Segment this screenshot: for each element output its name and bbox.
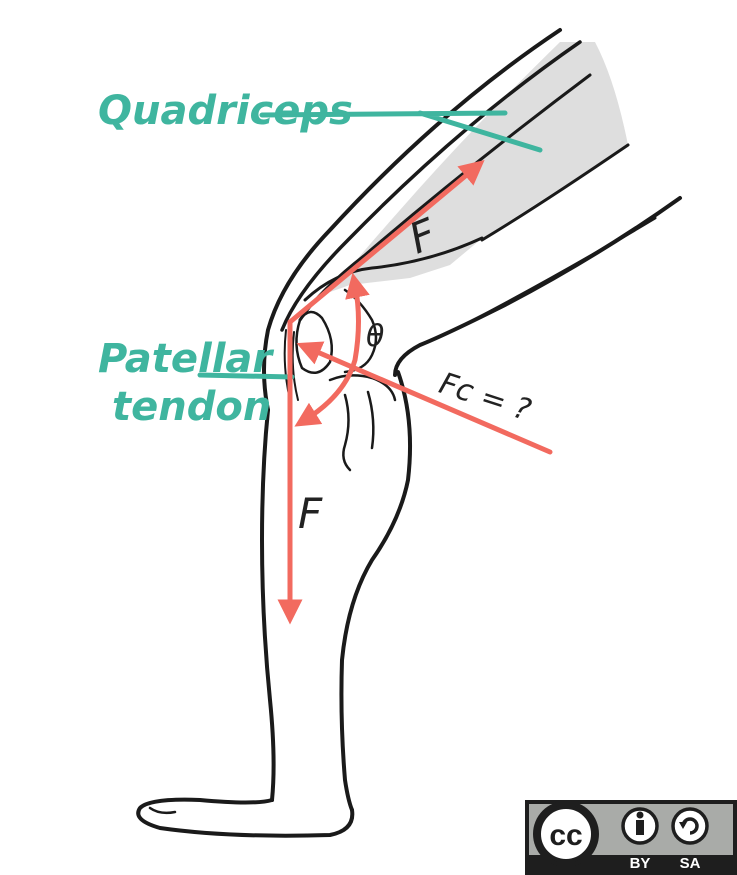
patellar-tendon-pointer-line [197,372,295,380]
quadriceps-label: Quadriceps [98,88,353,134]
foot-outline [136,797,355,838]
theta-label: θ [366,319,384,354]
contact-force-label: Fc = ? [435,366,535,428]
patellar-label-line2: tendon [112,384,271,430]
cc-logo-icon: cc [533,801,599,867]
muscle-line-lower [480,143,630,242]
quadriceps-pointer-line [259,110,543,153]
hamstring-line [468,216,657,324]
by-label: BY [630,855,651,872]
toes-line [148,806,177,815]
shin-front-outline [259,408,276,802]
calf-back-outline [339,370,413,812]
lower-force-label: F [298,489,323,538]
attribution-icon [621,807,659,845]
cc-license-badge: cc BY SA [525,800,737,875]
angle-arc-arrow [294,272,370,427]
share-alike-icon [671,807,709,845]
patella-bone [295,310,333,375]
svg-text:cc: cc [549,819,582,852]
sa-label: SA [680,855,701,872]
patellar-label-line1: Patellar [98,336,274,382]
tibia-shaft-sketch-1 [342,393,352,472]
tibia-shaft-sketch-2 [366,390,375,450]
thigh-front-outline [262,28,562,412]
